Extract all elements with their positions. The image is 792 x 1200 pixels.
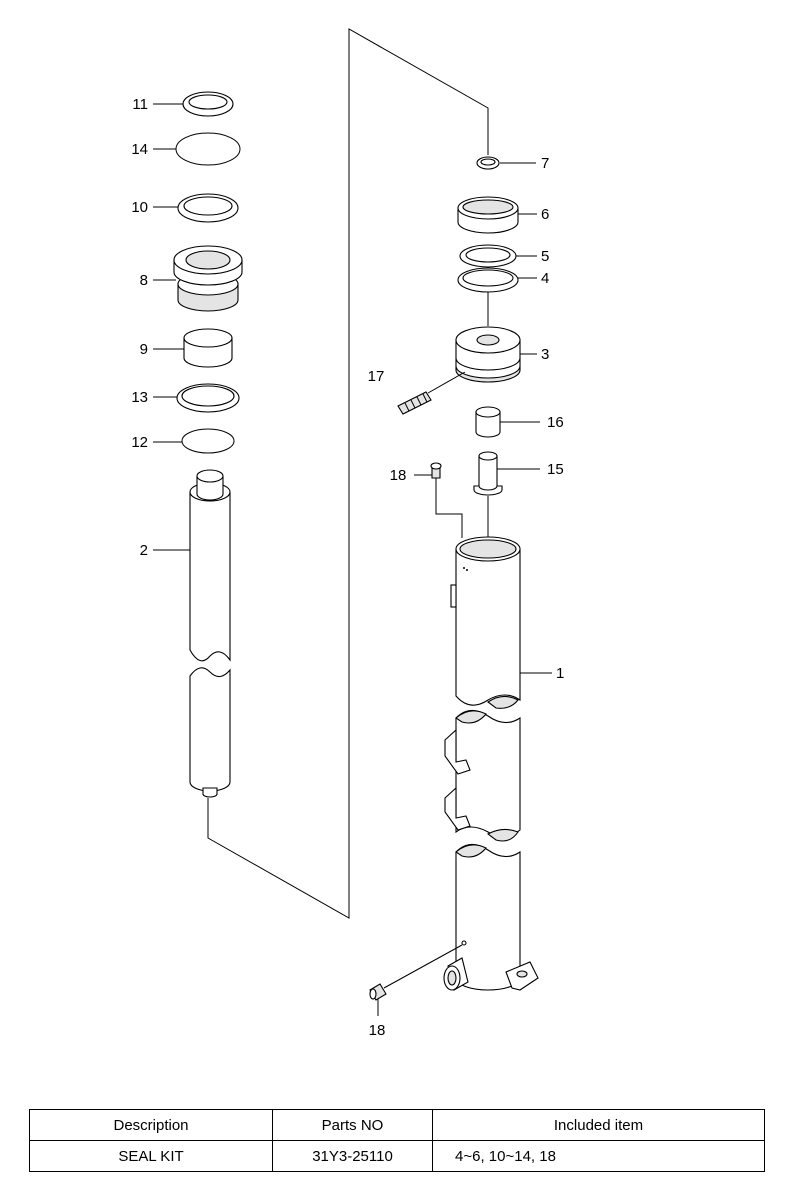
header-parts-no: Parts NO <box>272 1109 433 1141</box>
part-15-stop-tube <box>473 451 503 496</box>
header-included-item: Included item <box>432 1109 765 1141</box>
callout-1: 1 <box>556 665 564 682</box>
callout-18-bottom: 18 <box>369 1022 386 1039</box>
part-13-seal-ring <box>176 383 240 413</box>
part-17-set-screw <box>397 371 466 415</box>
part-1-cylinder-tube <box>443 536 539 991</box>
callout-18-top: 18 <box>390 467 407 484</box>
table-row: SEAL KIT 31Y3-25110 4~6, 10~14, 18 <box>29 1140 765 1172</box>
part-12-o-ring <box>181 428 235 454</box>
part-7-o-ring <box>476 156 500 170</box>
callout-8: 8 <box>140 272 148 289</box>
callout-leader-lines <box>153 103 552 674</box>
callout-2: 2 <box>140 542 148 559</box>
parts-table: Description Parts NO Included item SEAL … <box>29 1109 765 1172</box>
header-description: Description <box>29 1109 273 1141</box>
part-14-o-ring <box>175 132 241 166</box>
part-6-wear-ring <box>457 196 519 234</box>
callout-9: 9 <box>140 341 148 358</box>
callout-7: 7 <box>541 155 549 172</box>
callout-10: 10 <box>131 199 148 216</box>
part-9-bushing <box>183 328 233 368</box>
callout-17: 17 <box>368 368 385 385</box>
part-2-piston-rod <box>189 469 231 798</box>
part-18-grease-nipple-top <box>430 462 463 538</box>
part-11-wiper-ring <box>182 91 234 117</box>
table-header-row: Description Parts NO Included item <box>29 1109 765 1141</box>
cell-included-item: 4~6, 10~14, 18 <box>432 1140 765 1172</box>
callout-3: 3 <box>541 346 549 363</box>
callout-12: 12 <box>131 434 148 451</box>
callout-5: 5 <box>541 248 549 265</box>
assembly-connector-lines <box>207 28 489 919</box>
callout-15: 15 <box>547 461 564 478</box>
part-16-bushing <box>475 406 501 438</box>
callout-14: 14 <box>131 141 148 158</box>
part-18-grease-nipple-bottom <box>369 944 463 1016</box>
part-8-rod-cover <box>173 245 243 312</box>
callout-numbers: 11 14 10 8 9 13 12 2 7 6 5 4 3 17 16 18 … <box>131 96 564 1039</box>
callout-4: 4 <box>541 270 549 287</box>
callout-13: 13 <box>131 389 148 406</box>
callout-16: 16 <box>547 414 564 431</box>
callout-6: 6 <box>541 206 549 223</box>
part-10-backup-ring <box>177 193 239 223</box>
exploded-parts-diagram: 11 14 10 8 9 13 12 2 7 6 5 4 3 17 16 18 … <box>131 28 564 1039</box>
cell-description: SEAL KIT <box>29 1140 273 1172</box>
callout-11: 11 <box>132 96 148 113</box>
cell-parts-no: 31Y3-25110 <box>272 1140 433 1172</box>
part-3-piston <box>455 326 521 383</box>
part-5-piston-seal <box>459 244 517 268</box>
part-4-backup-ring <box>457 267 519 293</box>
